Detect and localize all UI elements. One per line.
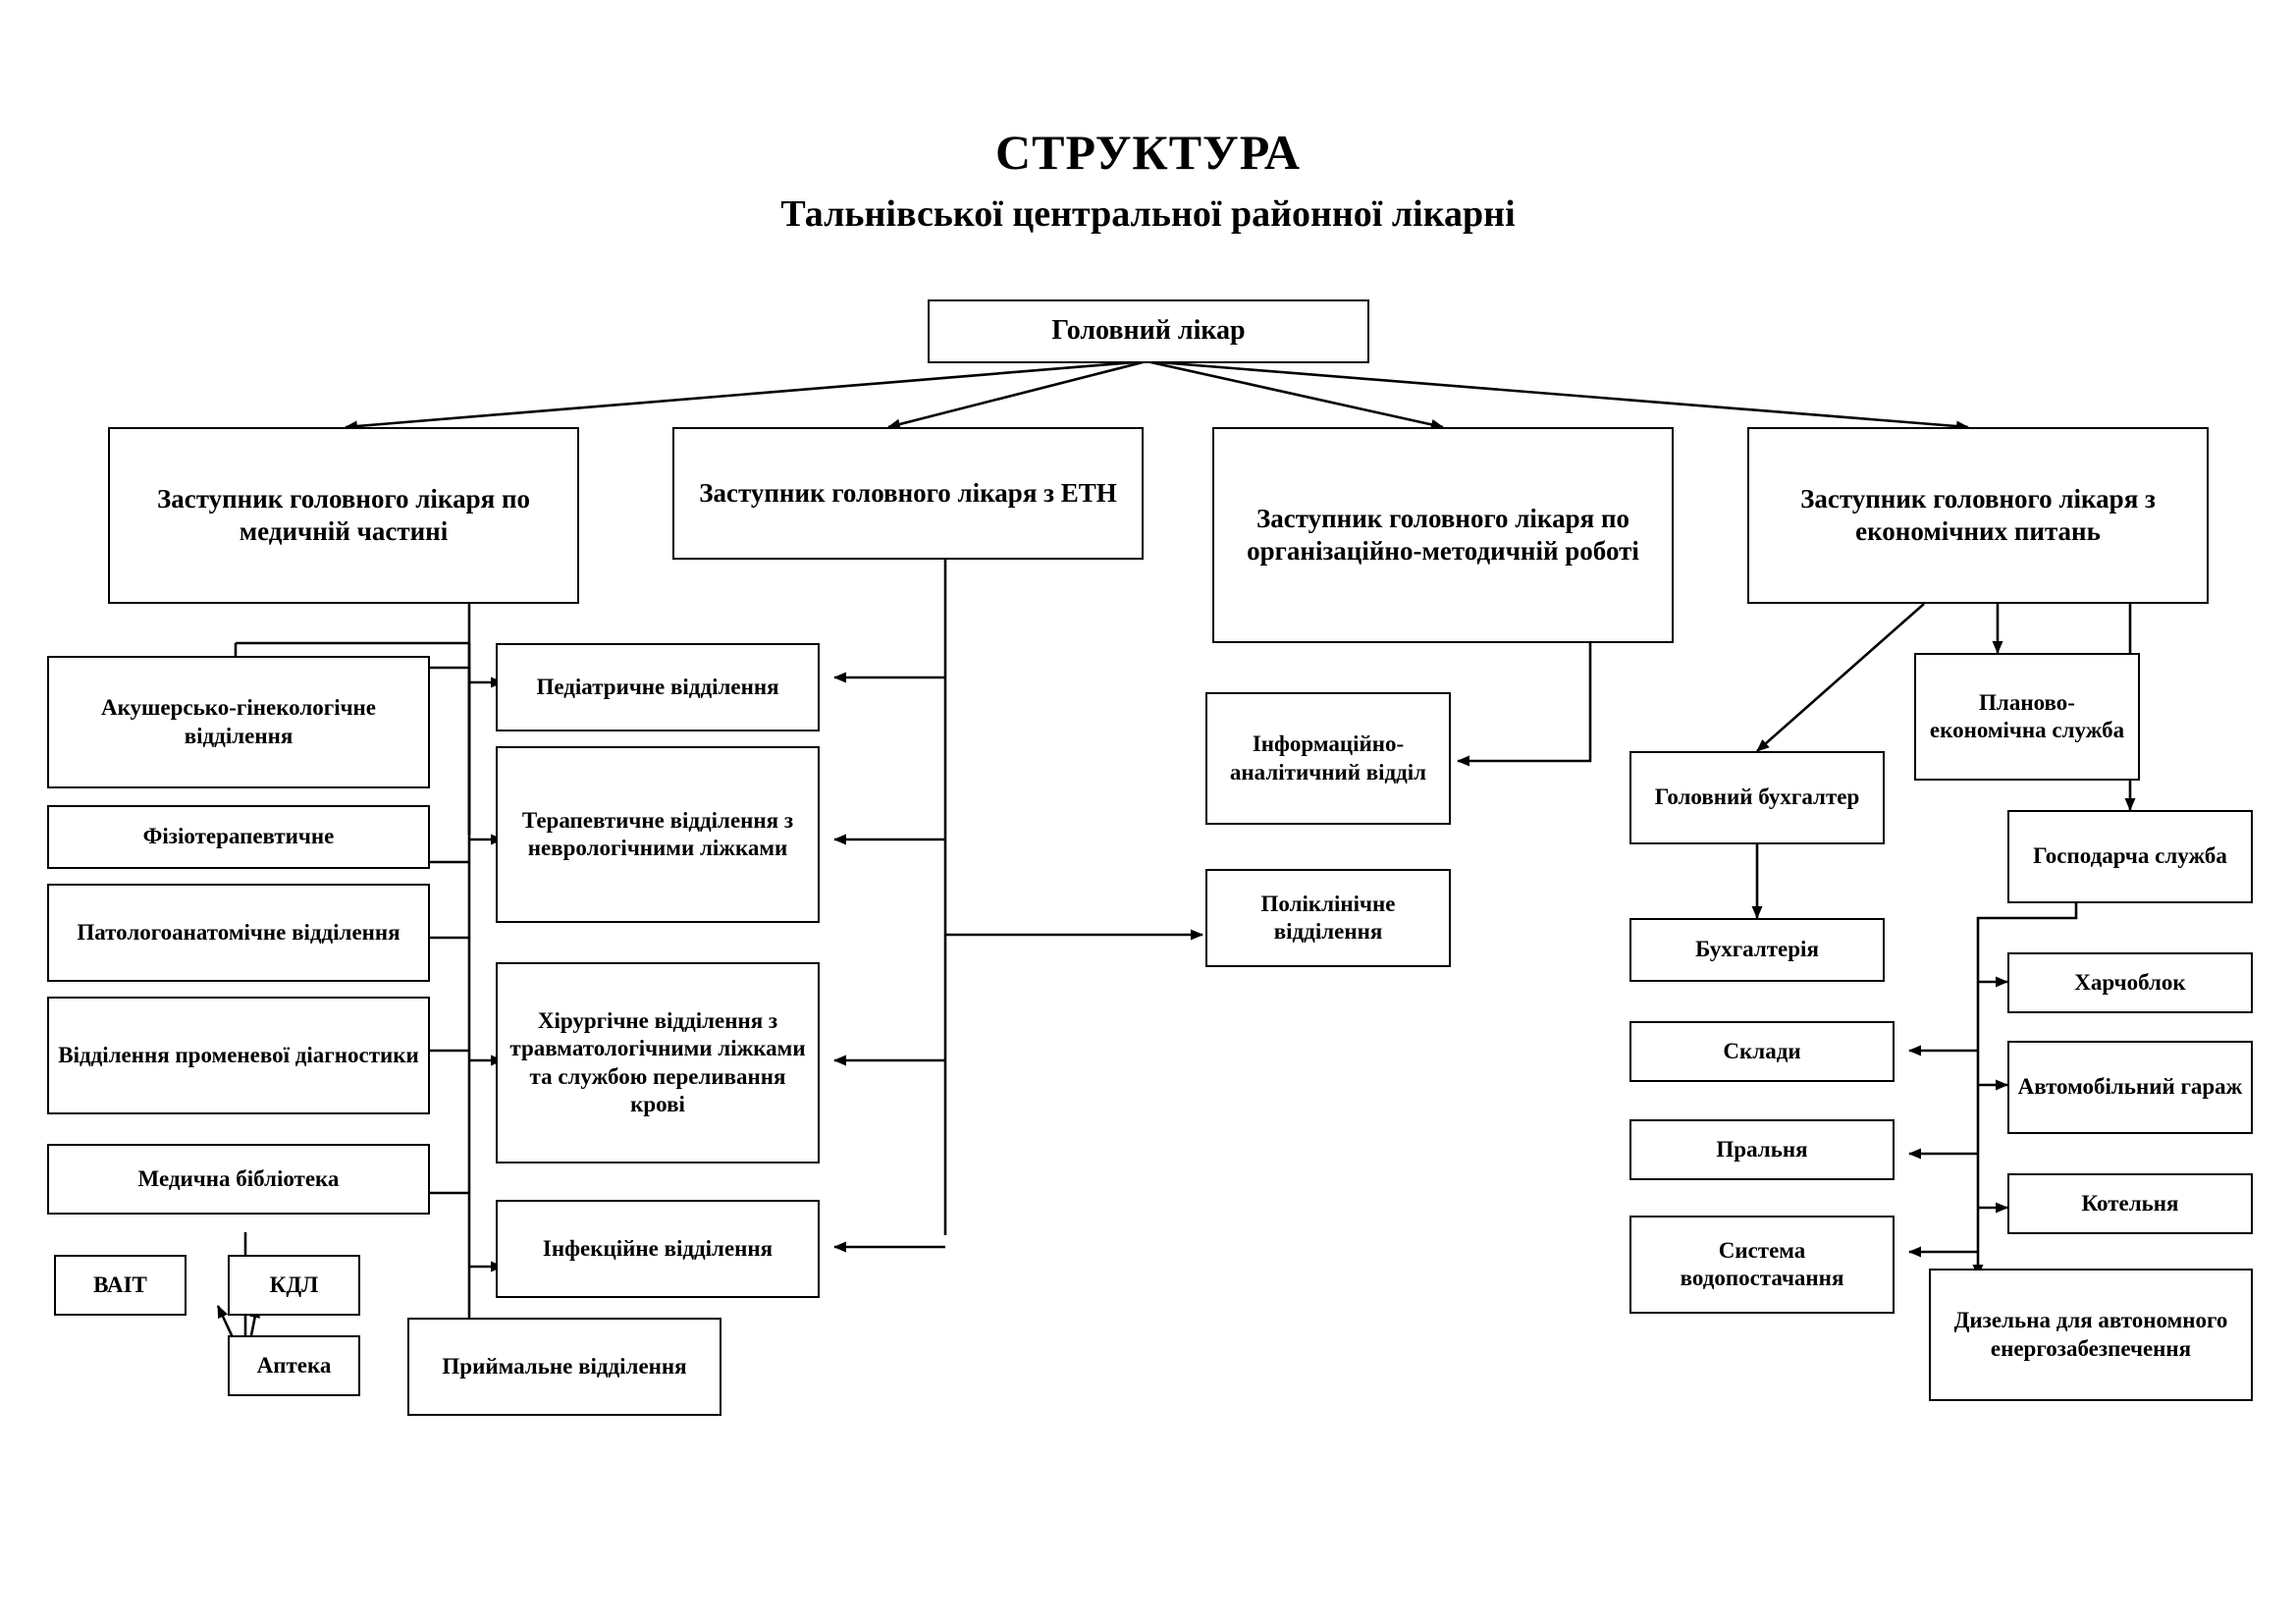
node-label: Пральня — [1716, 1136, 1808, 1162]
node-label: Терапевтичне відділення з неврологічними… — [521, 807, 794, 860]
node-planning-economic[interactable]: Планово-економічна служба — [1914, 653, 2140, 781]
node-label: Патологоанатомічне відділення — [77, 919, 400, 945]
node-infectious[interactable]: Інфекційне відділення — [496, 1200, 820, 1298]
node-label: Хірургічне відділення з травматологічним… — [509, 1008, 806, 1116]
node-garage[interactable]: Автомобільний гараж — [2007, 1041, 2253, 1134]
node-food-block[interactable]: Харчоблок — [2007, 952, 2253, 1013]
node-pediatric[interactable]: Педіатричне відділення — [496, 643, 820, 731]
node-label: Аптека — [256, 1352, 332, 1378]
node-label: Господарча служба — [2033, 843, 2227, 869]
node-physio[interactable]: Фізіотерапевтичне — [47, 805, 430, 869]
node-laundry[interactable]: Пральня — [1629, 1119, 1895, 1180]
node-label: Бухгалтерія — [1695, 937, 1819, 962]
node-label: Заступник головного лікаря по медичній ч… — [156, 484, 531, 546]
page-title-sub: Тальнівської центральної районної лікарн… — [780, 193, 1516, 235]
node-dep-orgmethod[interactable]: Заступник головного лікаря по організаці… — [1212, 427, 1674, 643]
node-label: Поліклінічне відділення — [1260, 891, 1396, 944]
node-label: Відділення променевої діагностики — [58, 1042, 419, 1067]
node-surgery[interactable]: Хірургічне відділення з травматологічним… — [496, 962, 820, 1163]
node-dep-economic[interactable]: Заступник головного лікаря з економічних… — [1747, 427, 2209, 604]
node-label: Медична бібліотека — [137, 1165, 340, 1191]
node-therapy[interactable]: Терапевтичне відділення з неврологічними… — [496, 746, 820, 923]
node-household-service[interactable]: Господарча служба — [2007, 810, 2253, 903]
node-warehouse[interactable]: Склади — [1629, 1021, 1895, 1082]
node-kdl[interactable]: КДЛ — [228, 1255, 360, 1316]
node-label: Інформаційно-аналітичний відділ — [1229, 731, 1427, 784]
node-label: КДЛ — [269, 1271, 319, 1297]
node-admission[interactable]: Приймальне відділення — [407, 1318, 721, 1416]
node-dep-etn[interactable]: Заступник головного лікаря з ЕТН — [672, 427, 1144, 560]
node-polyclinic[interactable]: Поліклінічне відділення — [1205, 869, 1451, 967]
node-label: Педіатричне відділення — [536, 674, 779, 699]
page-title-main: СТРУКТУРА — [994, 125, 1301, 180]
node-label: Приймальне відділення — [442, 1353, 687, 1379]
node-label: Акушерсько-гінекологічне відділення — [100, 695, 377, 748]
node-boiler-room[interactable]: Котельня — [2007, 1173, 2253, 1234]
node-label: Склади — [1723, 1038, 1801, 1063]
node-label: Харчоблок — [2074, 969, 2186, 995]
node-label: Дизельна для автономного енергозабезпече… — [1953, 1308, 2228, 1361]
node-obgyn[interactable]: Акушерсько-гінекологічне відділення — [47, 656, 430, 788]
node-label: Заступник головного лікаря з економічних… — [1800, 484, 2156, 546]
node-label: Головний бухгалтер — [1654, 784, 1860, 810]
node-label: Планово-економічна служба — [1929, 689, 2125, 742]
node-accounting[interactable]: Бухгалтерія — [1629, 918, 1885, 982]
node-chief-physician[interactable]: Головний лікар — [928, 299, 1369, 363]
node-label: Автомобільний гараж — [2017, 1074, 2243, 1100]
node-label: Система водопостачання — [1680, 1237, 1844, 1290]
node-label: Заступник головного лікаря з ЕТН — [699, 478, 1117, 509]
node-label: Фізіотерапевтичне — [142, 824, 335, 849]
node-dep-medical[interactable]: Заступник головного лікаря по медичній ч… — [108, 427, 579, 604]
node-medical-library[interactable]: Медична бібліотека — [47, 1144, 430, 1215]
node-label: Інфекційне відділення — [542, 1235, 774, 1261]
node-vait[interactable]: ВАІТ — [54, 1255, 187, 1316]
node-radiology[interactable]: Відділення променевої діагностики — [47, 997, 430, 1114]
node-label: Котельня — [2081, 1190, 2179, 1216]
node-pathology[interactable]: Патологоанатомічне відділення — [47, 884, 430, 982]
node-label: Заступник головного лікаря по організаці… — [1247, 504, 1639, 566]
node-pharmacy[interactable]: Аптека — [228, 1335, 360, 1396]
node-chief-accountant[interactable]: Головний бухгалтер — [1629, 751, 1885, 844]
node-info-analytical[interactable]: Інформаційно-аналітичний відділ — [1205, 692, 1451, 825]
node-diesel-generator[interactable]: Дизельна для автономного енергозабезпече… — [1929, 1269, 2253, 1401]
node-label: ВАІТ — [93, 1271, 147, 1297]
node-water-supply[interactable]: Система водопостачання — [1629, 1216, 1895, 1314]
node-label: Головний лікар — [1051, 315, 1246, 347]
